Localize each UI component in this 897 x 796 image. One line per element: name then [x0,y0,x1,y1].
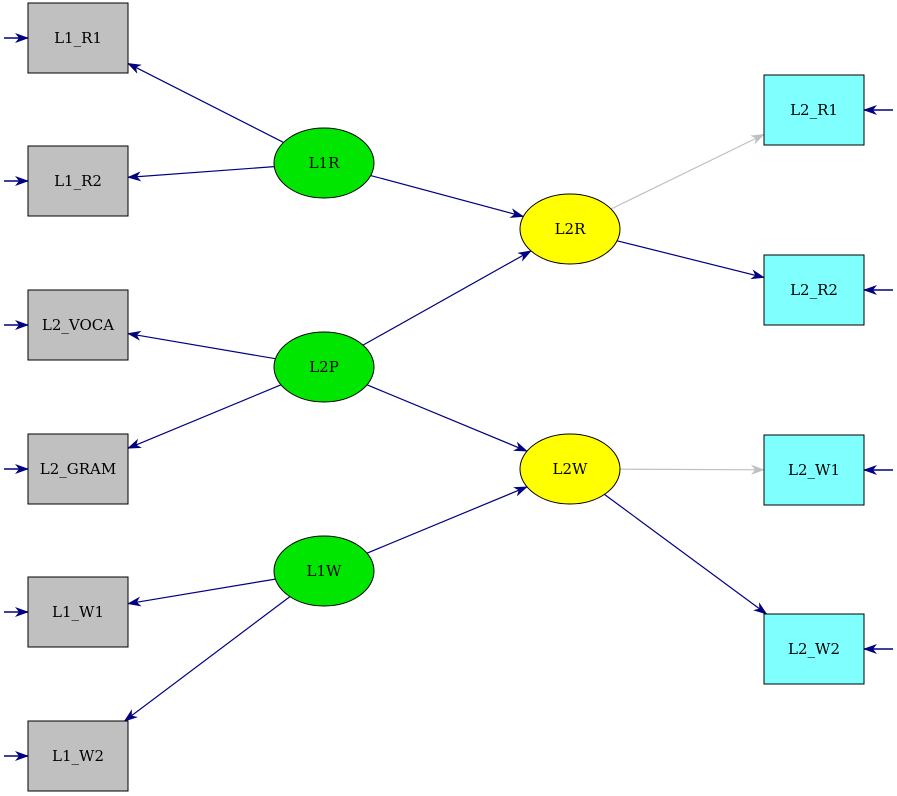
box-L2_W2 [763,613,865,685]
path-L2W-to-L2_W1 [619,464,765,475]
node-L1_R2[interactable]: L1_R2 [27,145,129,217]
label-L2_VOCA: L2_VOCA [42,316,114,334]
path-L2W-to-L2_W2 [604,493,768,615]
node-L2_GRAM[interactable]: L2_GRAM [27,433,129,505]
box-L1_W2 [27,720,129,792]
box-L2_GRAM [27,433,129,505]
label-L2_W2: L2_W2 [788,640,840,658]
node-L2P[interactable]: L2P [273,331,375,403]
box-L1_W1 [27,576,129,648]
node-L1_R1[interactable]: L1_R1 [27,2,129,74]
box-L1_R2 [27,145,129,217]
label-L2_R1: L2_R1 [790,101,838,119]
node-L2_VOCA[interactable]: L2_VOCA [27,289,129,361]
label-L1W: L1W [307,562,343,580]
label-L2_GRAM: L2_GRAM [40,460,116,478]
node-L1_W2[interactable]: L1_W2 [27,720,129,792]
label-L1_R1: L1_R1 [54,29,102,47]
path-L2P-to-L2_GRAM [127,384,282,449]
label-L1_W1: L1_W1 [52,603,104,621]
node-L2R[interactable]: L2R [519,193,621,265]
path-L2P-to-L2W [366,384,528,452]
node-L1_W1[interactable]: L1_W1 [27,576,129,648]
path-L1R-to-L1_R1 [127,62,284,143]
node-L1R[interactable]: L1R [273,127,375,199]
node-layer: L1_R1 L1_R2 L2_VOCA L2_GRAM L1_W1 L1_W2 … [27,2,865,792]
box-L2_W1 [763,434,865,506]
label-L2_W1: L2_W1 [788,461,840,479]
path-L1W-to-L1_W1 [127,578,276,607]
ellipse-L1W [273,535,375,607]
path-layer [123,62,768,722]
path-L1R-to-L1_R2 [127,166,275,182]
path-L1W-to-L2W [366,486,528,554]
node-L1W[interactable]: L1W [273,535,375,607]
ellipse-L2P [273,331,375,403]
path-L2P-to-L2R [362,250,532,346]
label-L2R: L2R [555,220,587,238]
label-L1_W2: L1_W2 [52,747,104,765]
node-L2W[interactable]: L2W [519,433,621,505]
path-L2P-to-L2_VOCA [127,330,276,360]
node-L2_R2[interactable]: L2_R2 [763,254,865,326]
path-L1W-to-L1_W2 [123,596,291,722]
node-L2_W2[interactable]: L2_W2 [763,613,865,685]
path-L1R-to-L2R [370,174,525,218]
node-L2_R1[interactable]: L2_R1 [763,74,865,146]
path-L2R-to-L2_R2 [616,240,765,280]
ellipse-L2R [519,193,621,265]
box-L2_R1 [763,74,865,146]
error-arrow-layer [4,33,893,761]
label-L2W: L2W [553,460,589,478]
label-L1_R2: L1_R2 [54,172,102,190]
label-L2_R2: L2_R2 [790,281,838,299]
ellipse-L1R [273,127,375,199]
node-L2_W1[interactable]: L2_W1 [763,434,865,506]
ellipse-L2W [519,433,621,505]
box-L1_R1 [27,2,129,74]
path-L2R-to-L2_R1 [610,133,765,210]
label-L2P: L2P [309,358,339,376]
label-L1R: L1R [309,154,341,172]
box-L2_VOCA [27,289,129,361]
box-L2_R2 [763,254,865,326]
